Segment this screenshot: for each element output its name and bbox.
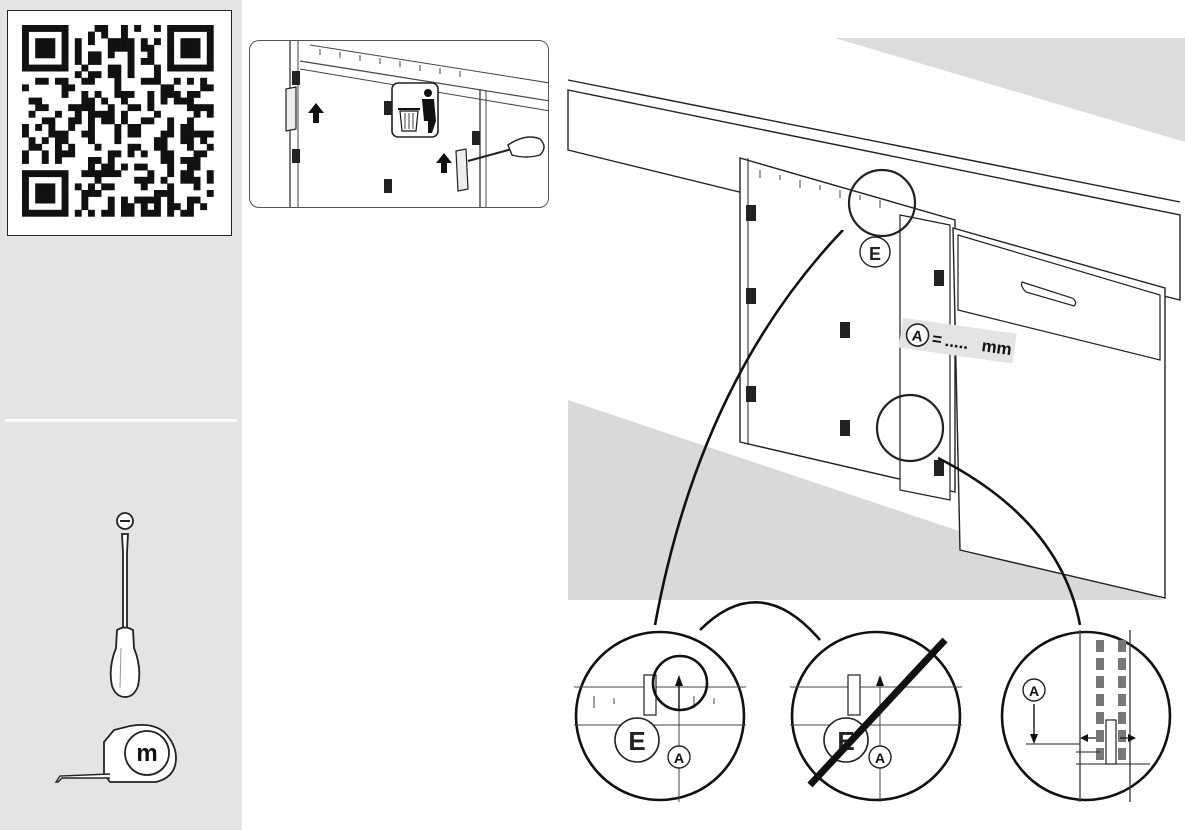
measure-letter: A: [911, 327, 924, 345]
measure-unit: mm: [980, 336, 1013, 359]
up-arrow-icon: [436, 153, 452, 173]
detail-bracket-gap: A: [1000, 630, 1172, 802]
detail-correct-measurement: E A: [574, 630, 746, 802]
measure-dots: .....: [944, 331, 970, 353]
right-detail-label: A: [1029, 683, 1039, 699]
qr-code-icon: [22, 25, 214, 217]
middle-detail-label: A: [875, 750, 885, 766]
tape-measure-icon: m: [54, 723, 177, 783]
screwdriver-icon: [109, 512, 141, 698]
left-detail-label: A: [674, 750, 684, 766]
bracket-removal-thumbnail: [249, 40, 549, 208]
callout-lines: [653, 230, 1082, 641]
measure-equals: =: [931, 329, 944, 349]
trash-bin-icon: [391, 82, 439, 138]
sidebar-divider: [5, 419, 237, 422]
detail-incorrect-measurement: E A: [790, 630, 962, 802]
cam-letter: E: [628, 726, 645, 756]
up-arrow-icon: [308, 103, 324, 123]
tape-letter: m: [136, 740, 157, 767]
cam-letter: E: [869, 244, 881, 264]
measurement-label: A = ..... mm: [898, 317, 1017, 364]
sidebar: m: [0, 0, 242, 830]
qr-code[interactable]: [7, 10, 232, 236]
dishwasher-installation-illustration: E A = ..... mm: [560, 30, 1185, 600]
